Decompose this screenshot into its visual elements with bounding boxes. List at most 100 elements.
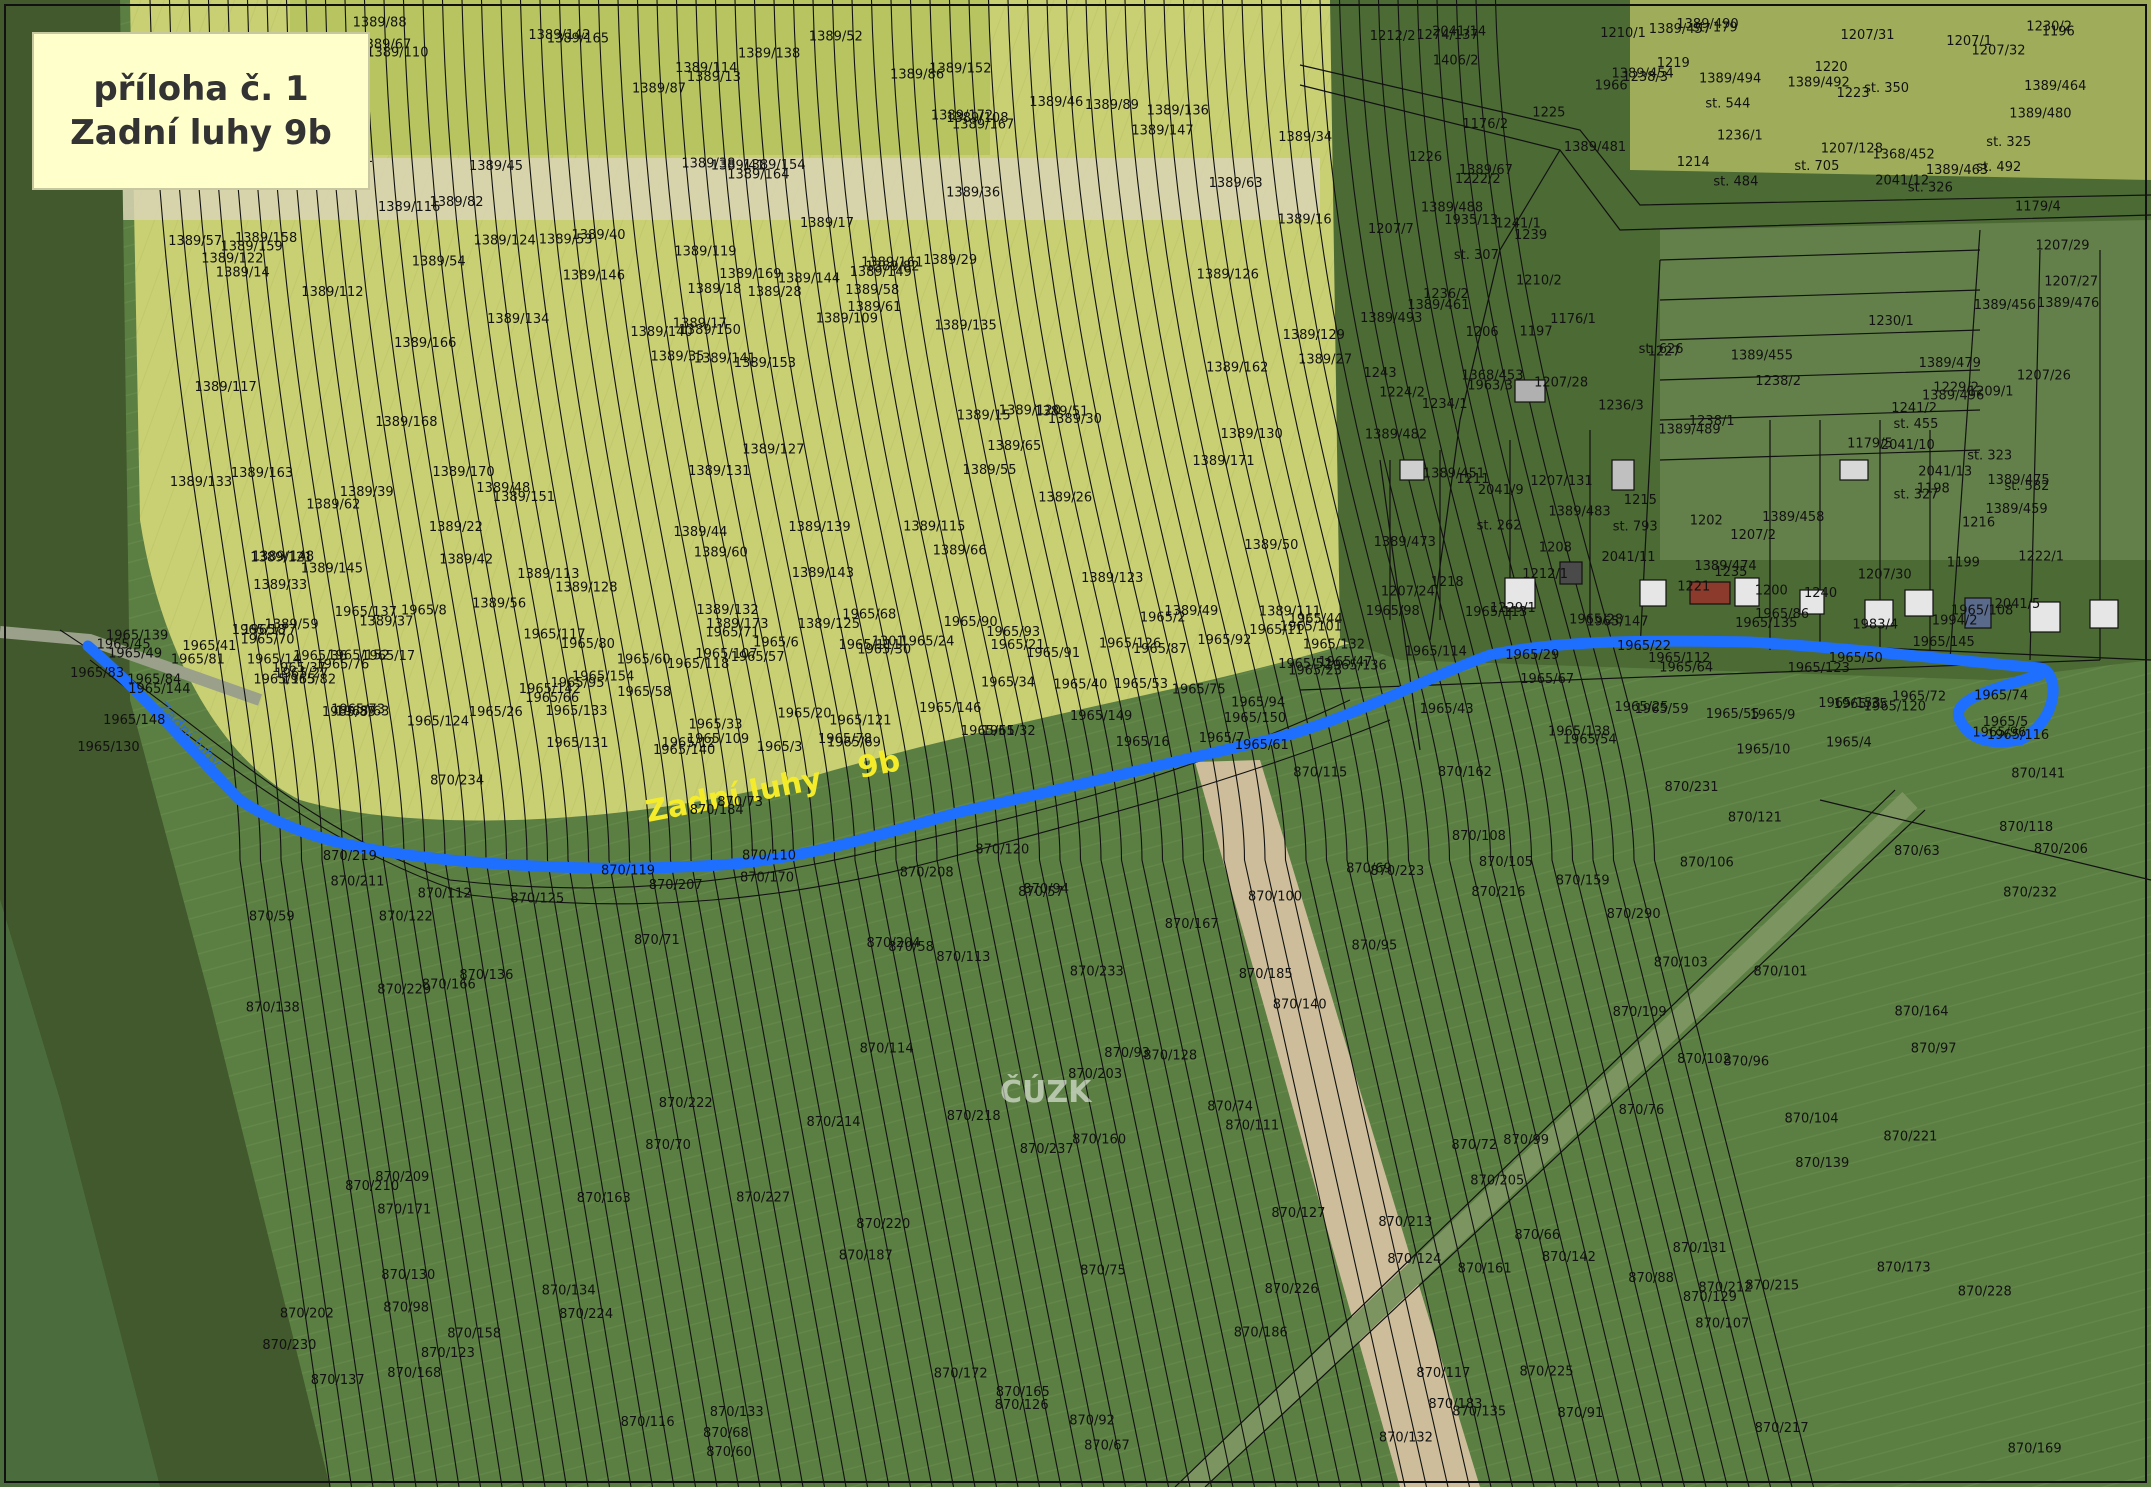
parcel-label: 870/70 (645, 1138, 691, 1153)
parcel-label: 1389/162 (1206, 361, 1268, 376)
parcel-label: 1965/81 (171, 652, 225, 667)
parcel-label: 1389/66 (933, 544, 987, 559)
parcel-label: 870/130 (381, 1268, 435, 1283)
parcel-boundary-line (929, 0, 1191, 1487)
parcel-label: st. 626 (1639, 342, 1684, 357)
parcel-label: 1389/17 (673, 316, 727, 331)
parcel-label: st. 582 (2005, 479, 2050, 494)
parcel-boundary-line (812, 0, 1062, 1487)
parcel-label: 1230/2 (2026, 20, 2072, 35)
parcel-label: 1207/29 (2036, 238, 2090, 253)
parcel-label: 1221 (1677, 579, 1710, 594)
parcel-label: 1965/86 (1755, 607, 1809, 622)
parcel-label: 1965/20 (778, 707, 832, 722)
parcel-label: 870/172 (934, 1366, 988, 1381)
parcel-label: 1965/120 (1864, 700, 1926, 715)
parcel-label: 1965/50 (1829, 651, 1883, 666)
parcel-label: 1965/5 (1983, 715, 2029, 730)
parcel-boundary-line (617, 0, 847, 1487)
parcel-label: 1965/53 (1114, 677, 1168, 692)
parcel-label: 1389/133 (170, 475, 232, 490)
parcel-label: 1965/136 (1325, 659, 1387, 674)
parcel-label: 1965/139 (106, 629, 168, 644)
parcel-label: 1389/173 (706, 617, 768, 632)
parcel-label: 870/69 (1346, 861, 1392, 876)
parcel-label: 870/211 (331, 874, 385, 889)
parcel-boundary-line (578, 0, 804, 1487)
parcel-label: 870/229 (377, 982, 431, 997)
parcel-label: 1965/49 (108, 646, 162, 661)
parcel-label: 1965/18 (232, 623, 286, 638)
parcel-boundary-line (1202, 0, 1492, 1487)
parcel-label: 1965/28 (1569, 612, 1623, 627)
parcel-label: 870/95 (1352, 939, 1398, 954)
route-corridor-boundary (89, 659, 1391, 905)
parcel-label: 1206 (1466, 325, 1499, 340)
parcel-boundary-line (402, 0, 611, 1487)
parcel-boundary-line (1065, 0, 1342, 1487)
parcel-boundary-line (1241, 0, 1535, 1487)
parcel-label: 870/205 (1470, 1174, 1524, 1189)
parcel-label: 1179/5 (1847, 437, 1893, 452)
parcel-label: 1389/42 (439, 553, 493, 568)
parcel-label: 870/160 (1072, 1133, 1126, 1148)
parcel-label: 1389/57 (168, 234, 222, 249)
parcel-label: 870/141 (2011, 767, 2065, 782)
parcel-label: 1216 (1962, 516, 1995, 531)
buildings (1399, 379, 2119, 633)
parcel-label: 1965/146 (919, 701, 981, 716)
parcel-label: 1965/67 (1520, 672, 1574, 687)
parcel-boundary-line (1124, 0, 1406, 1487)
parcel-label: 1222/2 (1455, 172, 1501, 187)
parcel-boundary-line (636, 0, 869, 1487)
parcel-label: st. 327 (1894, 488, 1939, 503)
parcel-label: 1965/36 (293, 649, 347, 664)
parcel-label: 1965/23 (1288, 663, 1342, 678)
parcel-label: 1389/54 (412, 254, 466, 269)
parcel-label: 1389/82 (430, 195, 484, 210)
parcel-label: 1965/90 (944, 615, 998, 630)
parcel-label: 1389/40 (572, 228, 626, 243)
parcel-label: 1965/78 (818, 732, 872, 747)
parcel-label: 1965/40 (1053, 678, 1107, 693)
parcel-label: 1965/63 (335, 704, 389, 719)
parcel-label: 870/222 (659, 1096, 713, 1111)
dirt-track (1195, 760, 1480, 1487)
parcel-label: 1389/474 (1694, 559, 1756, 574)
parcel-label: 870/140 (1273, 998, 1327, 1013)
parcel-label: 1389/125 (798, 617, 860, 632)
parcel-label: 870/162 (1438, 765, 1492, 780)
parcel-label: 1965/77 (242, 623, 296, 638)
parcel-label: 1389/18 (687, 282, 741, 297)
parcel-label: 1965/126 (1099, 636, 1161, 651)
parcel-label: 1230/1 (1868, 314, 1914, 329)
parcel-label: 1965/54 (1563, 732, 1617, 747)
parcel-label: 1965/44 (1289, 612, 1343, 627)
parcel-label: 1389/58 (845, 283, 899, 298)
parcel-label: 2041/12 (1875, 174, 1929, 189)
parcel-label: 1274/137 (1416, 28, 1478, 43)
parcel-label: 870/228 (1958, 1285, 2012, 1300)
village-light (1660, 220, 2151, 560)
parcel-label: 1389/459 (1985, 502, 2047, 517)
parcel-label: 1965/101 (1280, 620, 1342, 635)
parcel-label: 1965/52 (1278, 657, 1332, 672)
parcel-label: 1389/144 (778, 271, 840, 286)
parcel-label: 1389/46 (1029, 95, 1083, 110)
parcel-label: 1965/118 (667, 657, 729, 672)
parcel-boundaries (59, 0, 1815, 1487)
parcel-label: 1209/1 (1968, 385, 2014, 400)
parcel-label: 870/57 (1018, 885, 1064, 900)
parcel-boundary-line (1046, 0, 1320, 1487)
parcel-label: 1236/3 (1598, 398, 1644, 413)
parcel-label: 1389/139 (788, 520, 850, 535)
parcel-label: 870/165 (996, 1385, 1050, 1400)
route-line (82, 635, 2059, 874)
parcel-label: 1389/167 (952, 118, 1014, 133)
parcel-label: 1389/116 (378, 200, 440, 215)
parcel-label: 1389/86 (890, 68, 944, 83)
parcel-label: 1965/11 (1249, 623, 1303, 638)
parcel-label: 1389/170 (432, 465, 494, 480)
parcel-boundary-line (1455, 0, 1772, 1487)
